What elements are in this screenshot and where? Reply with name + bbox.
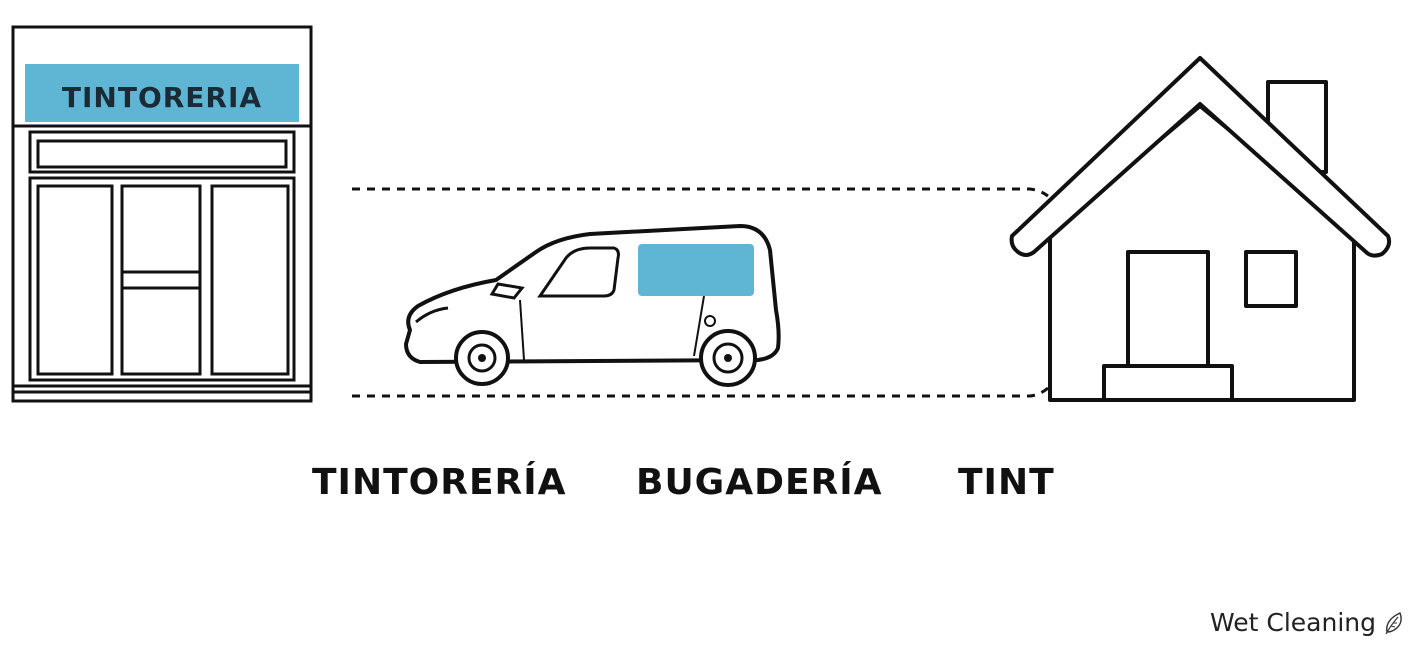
shop-sign-text: TINTORERIA (62, 81, 262, 114)
stage-label-bugaderia: BUGADERÍA (636, 462, 883, 503)
brand-text: Wet Cleaning (1210, 608, 1376, 637)
brand-logo: Wet Cleaning (1210, 608, 1406, 637)
stage-label-tint: TINT (958, 462, 1055, 503)
stage-label-tintoreria: TINTORERÍA (312, 462, 567, 503)
delivery-van-icon (404, 224, 781, 387)
route-lines (352, 187, 1049, 398)
house-icon (1009, 56, 1392, 402)
storefront-icon (11, 25, 313, 403)
leaf-icon (1385, 611, 1402, 634)
